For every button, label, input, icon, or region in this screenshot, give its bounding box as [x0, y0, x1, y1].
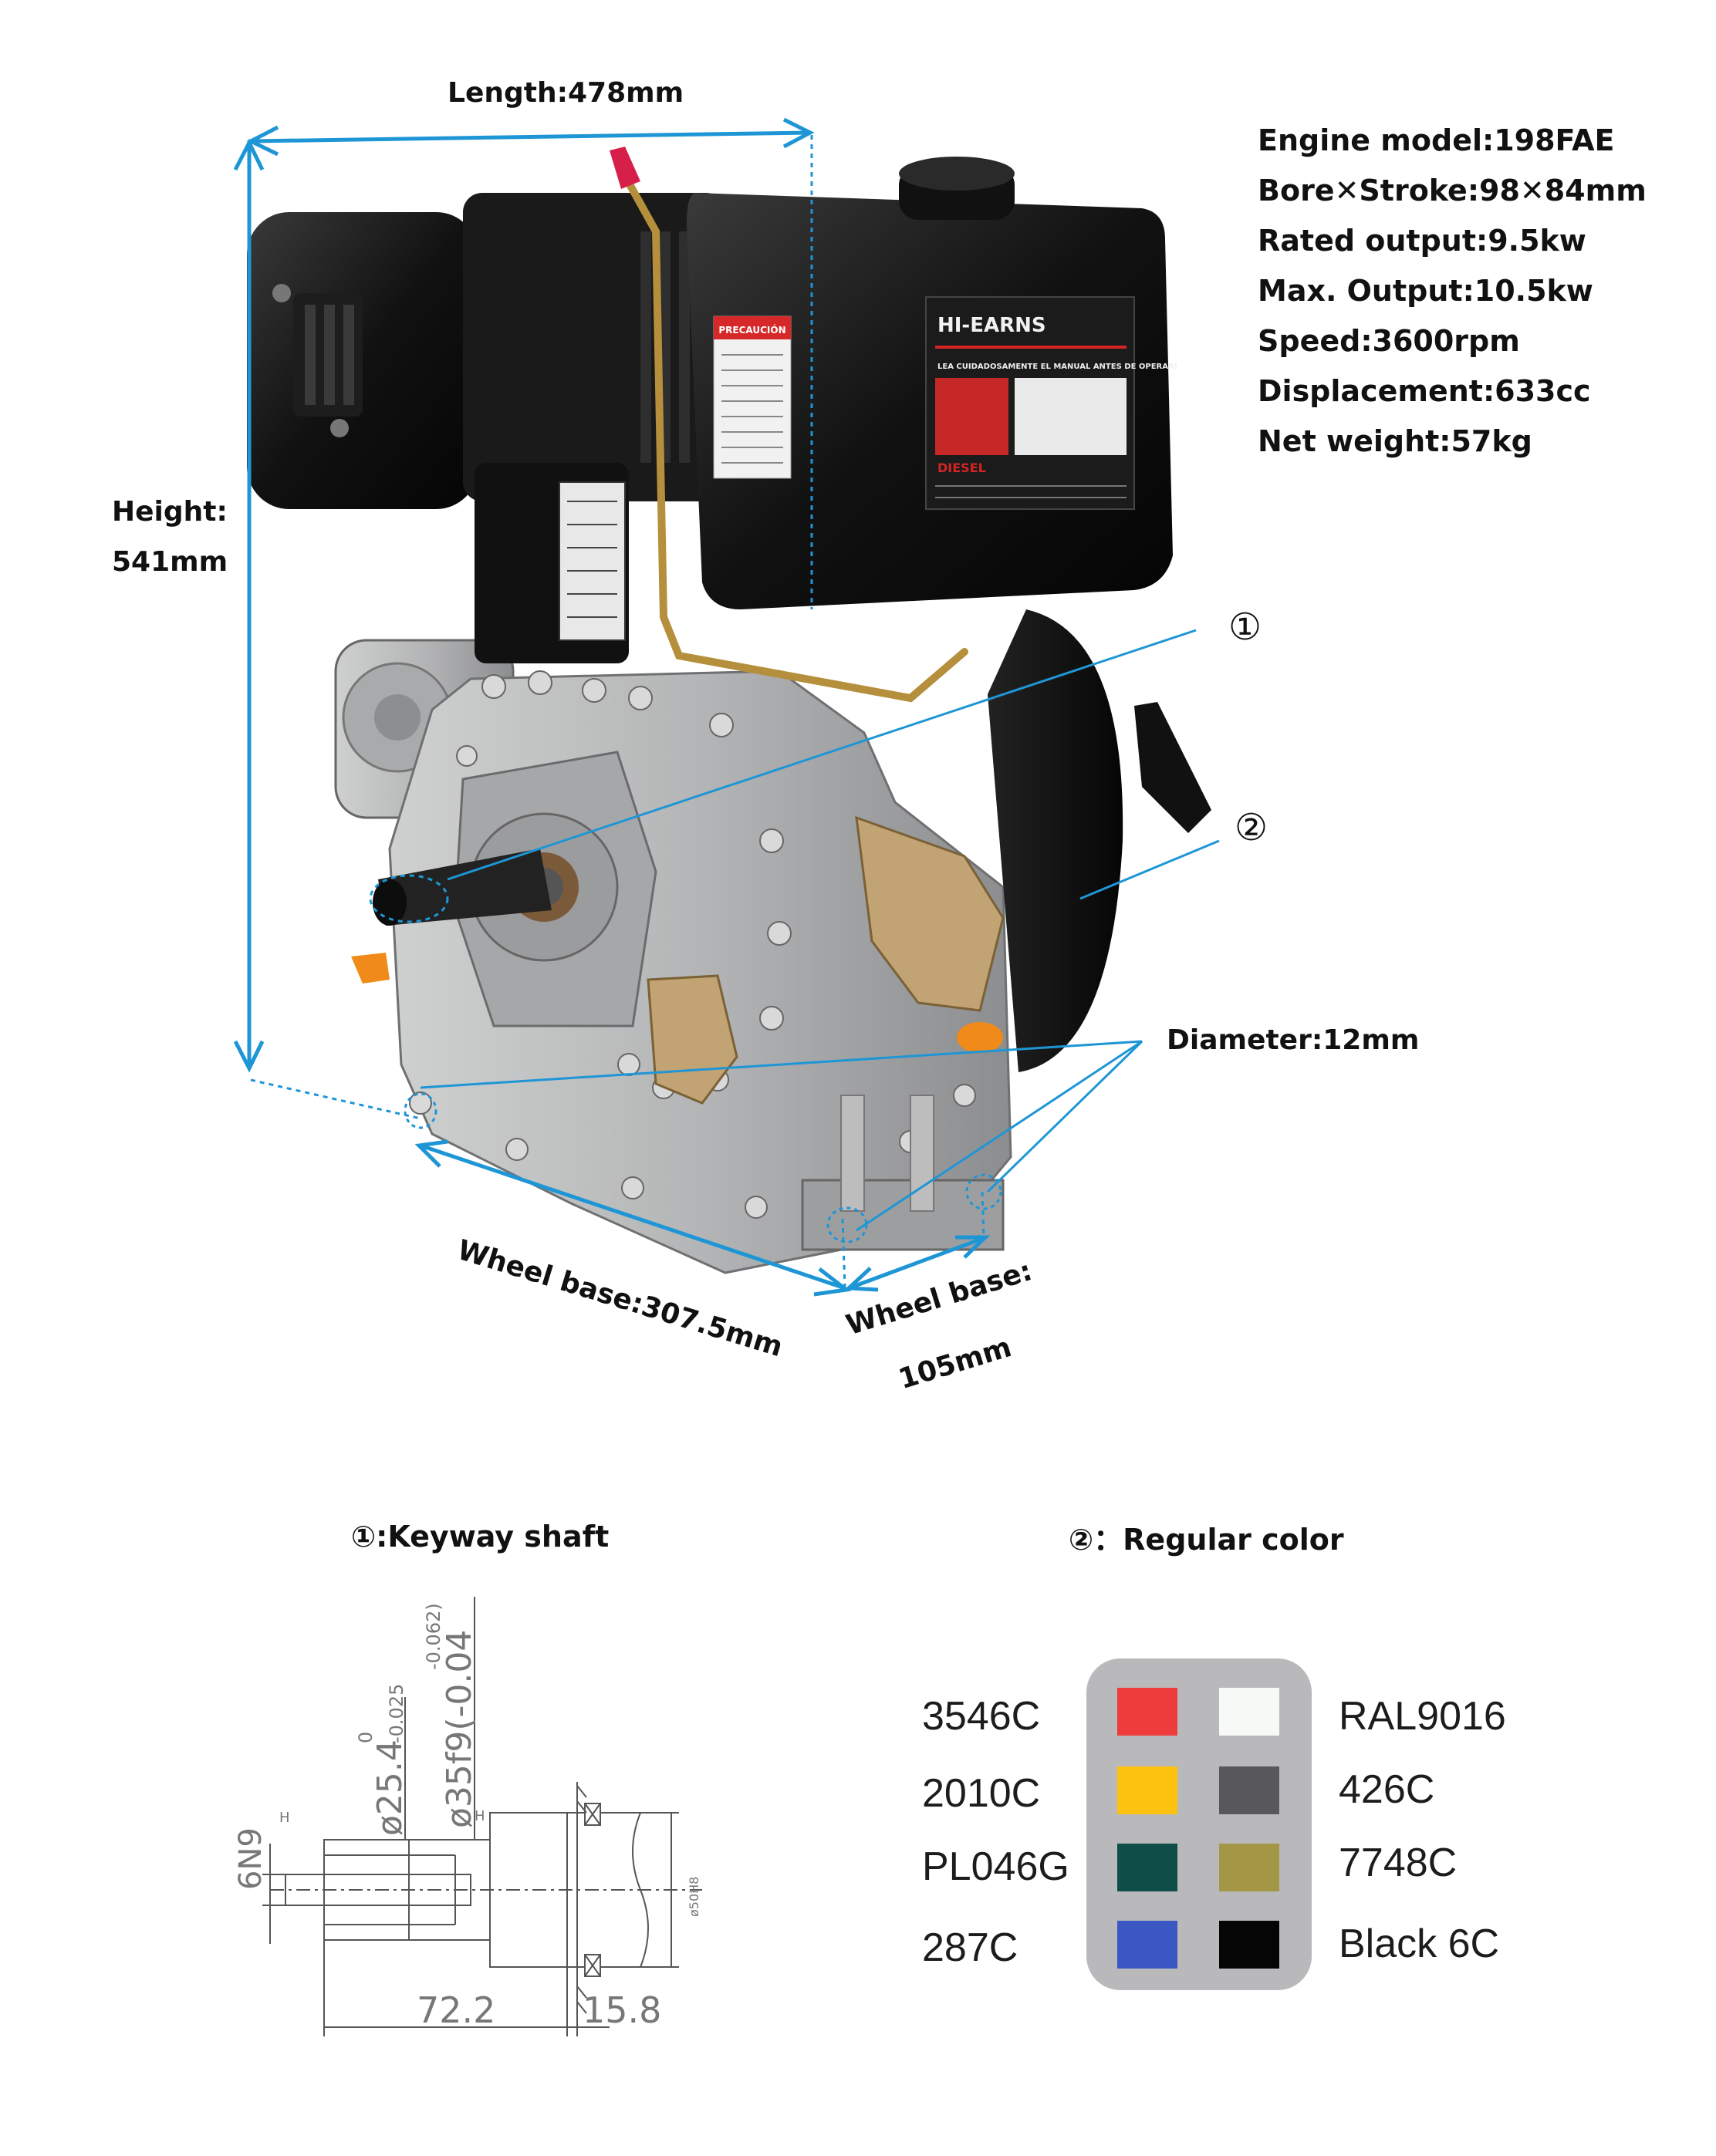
color-code-ral9016: RAL9016 — [1339, 1694, 1506, 1739]
length-label: Length:478mm — [448, 77, 684, 109]
height-label-line2: 541mm — [112, 546, 228, 578]
oil-plug-right — [957, 1022, 1003, 1053]
dim-d1: ø25.4 — [370, 1739, 410, 1836]
color-title: ②：Regular color — [1069, 1523, 1344, 1557]
engine-illustration: PRECAUCIÓN HI-EARNS LEA CUIDADOSAMENTE E… — [233, 117, 1220, 1297]
spec-rated-output: Rated output:9.5kw — [1258, 224, 1586, 258]
color-code-287c: 287C — [922, 1925, 1018, 1970]
swatch-7748c — [1219, 1844, 1279, 1891]
spec-net-weight: Net weight:57kg — [1258, 424, 1532, 458]
color-code-7748c: 7748C — [1339, 1841, 1458, 1885]
keyway-title: ①:Keyway shaft — [351, 1520, 610, 1554]
swatch-2010c — [1117, 1766, 1177, 1814]
height-label-line1: Height: — [112, 496, 228, 528]
spec-engine-model: Engine model:198FAE — [1258, 123, 1615, 157]
mark-h2: H — [475, 1808, 485, 1824]
dim-offset: 15.8 — [583, 1989, 661, 2031]
throttle-knob — [610, 147, 640, 189]
swatch-3546c — [1117, 1688, 1177, 1736]
dim-d2: ø35f9(-0.04 — [440, 1630, 479, 1828]
callout-one: ① — [1228, 606, 1262, 649]
diameter-label: Diameter:12mm — [1167, 1024, 1420, 1056]
throttle-rod — [613, 158, 968, 703]
dim-d1-tol-upper: 0 — [355, 1732, 377, 1743]
swatch-426c — [1219, 1766, 1279, 1814]
dimension-lines — [233, 117, 1220, 1297]
dim-d2-tol: -0.062) — [423, 1603, 444, 1670]
dim-flange: ø50H8 — [687, 1877, 701, 1917]
spec-list: Engine model:198FAE Bore✕Stroke:98✕84mm … — [1258, 116, 1647, 467]
brand-logo: HI-EARNS — [937, 314, 1046, 337]
mark-h1: H — [279, 1810, 290, 1826]
color-code-3546c: 3546C — [922, 1694, 1041, 1739]
color-code-black6c: Black 6C — [1339, 1922, 1500, 1966]
color-code-426c: 426C — [1339, 1767, 1435, 1812]
swatch-black6c — [1219, 1921, 1279, 1969]
color-code-2010c: 2010C — [922, 1771, 1041, 1816]
oil-plug-left — [351, 953, 390, 984]
air-filter — [247, 212, 478, 509]
fan-cover — [988, 609, 1211, 1072]
tank-notice: LEA CUIDADOSAMENTE EL MANUAL ANTES DE OP… — [937, 363, 1177, 371]
keyway-drawing: 72.2 15.8 ø25.4 0 -0.025 ø35f9(-0.04 -0.… — [233, 1597, 702, 2036]
crankcase — [388, 670, 1012, 1274]
warning-title: PRECAUCIÓN — [718, 324, 785, 336]
swatch-ral9016 — [1219, 1688, 1279, 1736]
dim-length: 72.2 — [417, 1989, 495, 2031]
fuel-label: DIESEL — [937, 461, 986, 475]
fuel-tank: PRECAUCIÓN HI-EARNS LEA CUIDADOSAMENTE E… — [687, 157, 1177, 609]
callout-two: ② — [1235, 806, 1268, 849]
spec-speed: Speed:3600rpm — [1258, 324, 1520, 358]
spec-displacement: Displacement:633cc — [1258, 374, 1591, 408]
spec-max-output: Max. Output:10.5kw — [1258, 274, 1593, 308]
swatch-287c — [1117, 1921, 1177, 1969]
swatch-pl046g — [1117, 1844, 1177, 1891]
dim-d1-tol-lower: -0.025 — [386, 1684, 407, 1743]
spec-bore-stroke: Bore✕Stroke:98✕84mm — [1258, 174, 1647, 208]
color-panel — [1086, 1658, 1312, 1990]
color-code-pl046g: PL046G — [922, 1844, 1069, 1889]
dim-key: 6N9 — [233, 1827, 269, 1890]
cylinder-head — [463, 193, 725, 663]
